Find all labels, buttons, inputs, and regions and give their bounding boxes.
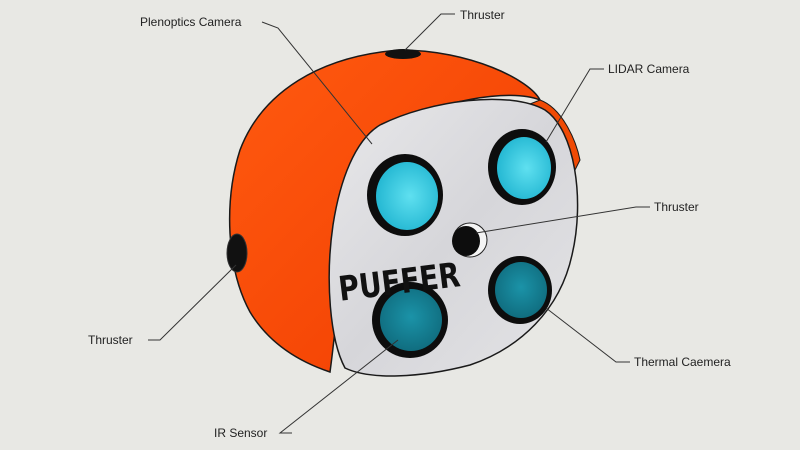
thruster-top-hole [385, 49, 421, 59]
thermal-lens [495, 262, 547, 318]
leader-plenoptics [261, 21, 373, 145]
thruster-center-hole [452, 226, 480, 256]
label-thermal-camera: Thermal Caemera [634, 355, 731, 369]
leader-thruster-center [475, 206, 650, 234]
label-lidar-camera: LIDAR Camera [608, 62, 690, 76]
lidar-lens [497, 137, 551, 199]
leader-lines [148, 13, 650, 434]
leader-thermal [545, 307, 630, 363]
label-thruster-top: Thruster [460, 8, 505, 22]
label-thruster-left: Thruster [88, 333, 133, 347]
leader-thruster-top [404, 13, 455, 51]
label-ir-sensor: IR Sensor [214, 426, 268, 440]
label-plenoptics-camera: Plenoptics Camera [140, 15, 242, 29]
label-thruster-center: Thruster [654, 200, 699, 214]
leader-ir-sensor [278, 339, 399, 434]
leader-thruster-left [148, 264, 237, 341]
plenoptics-lens [376, 162, 438, 230]
thruster-left-hole [226, 233, 248, 273]
ir-sensor-lens [380, 289, 442, 351]
leader-lidar [545, 68, 604, 143]
